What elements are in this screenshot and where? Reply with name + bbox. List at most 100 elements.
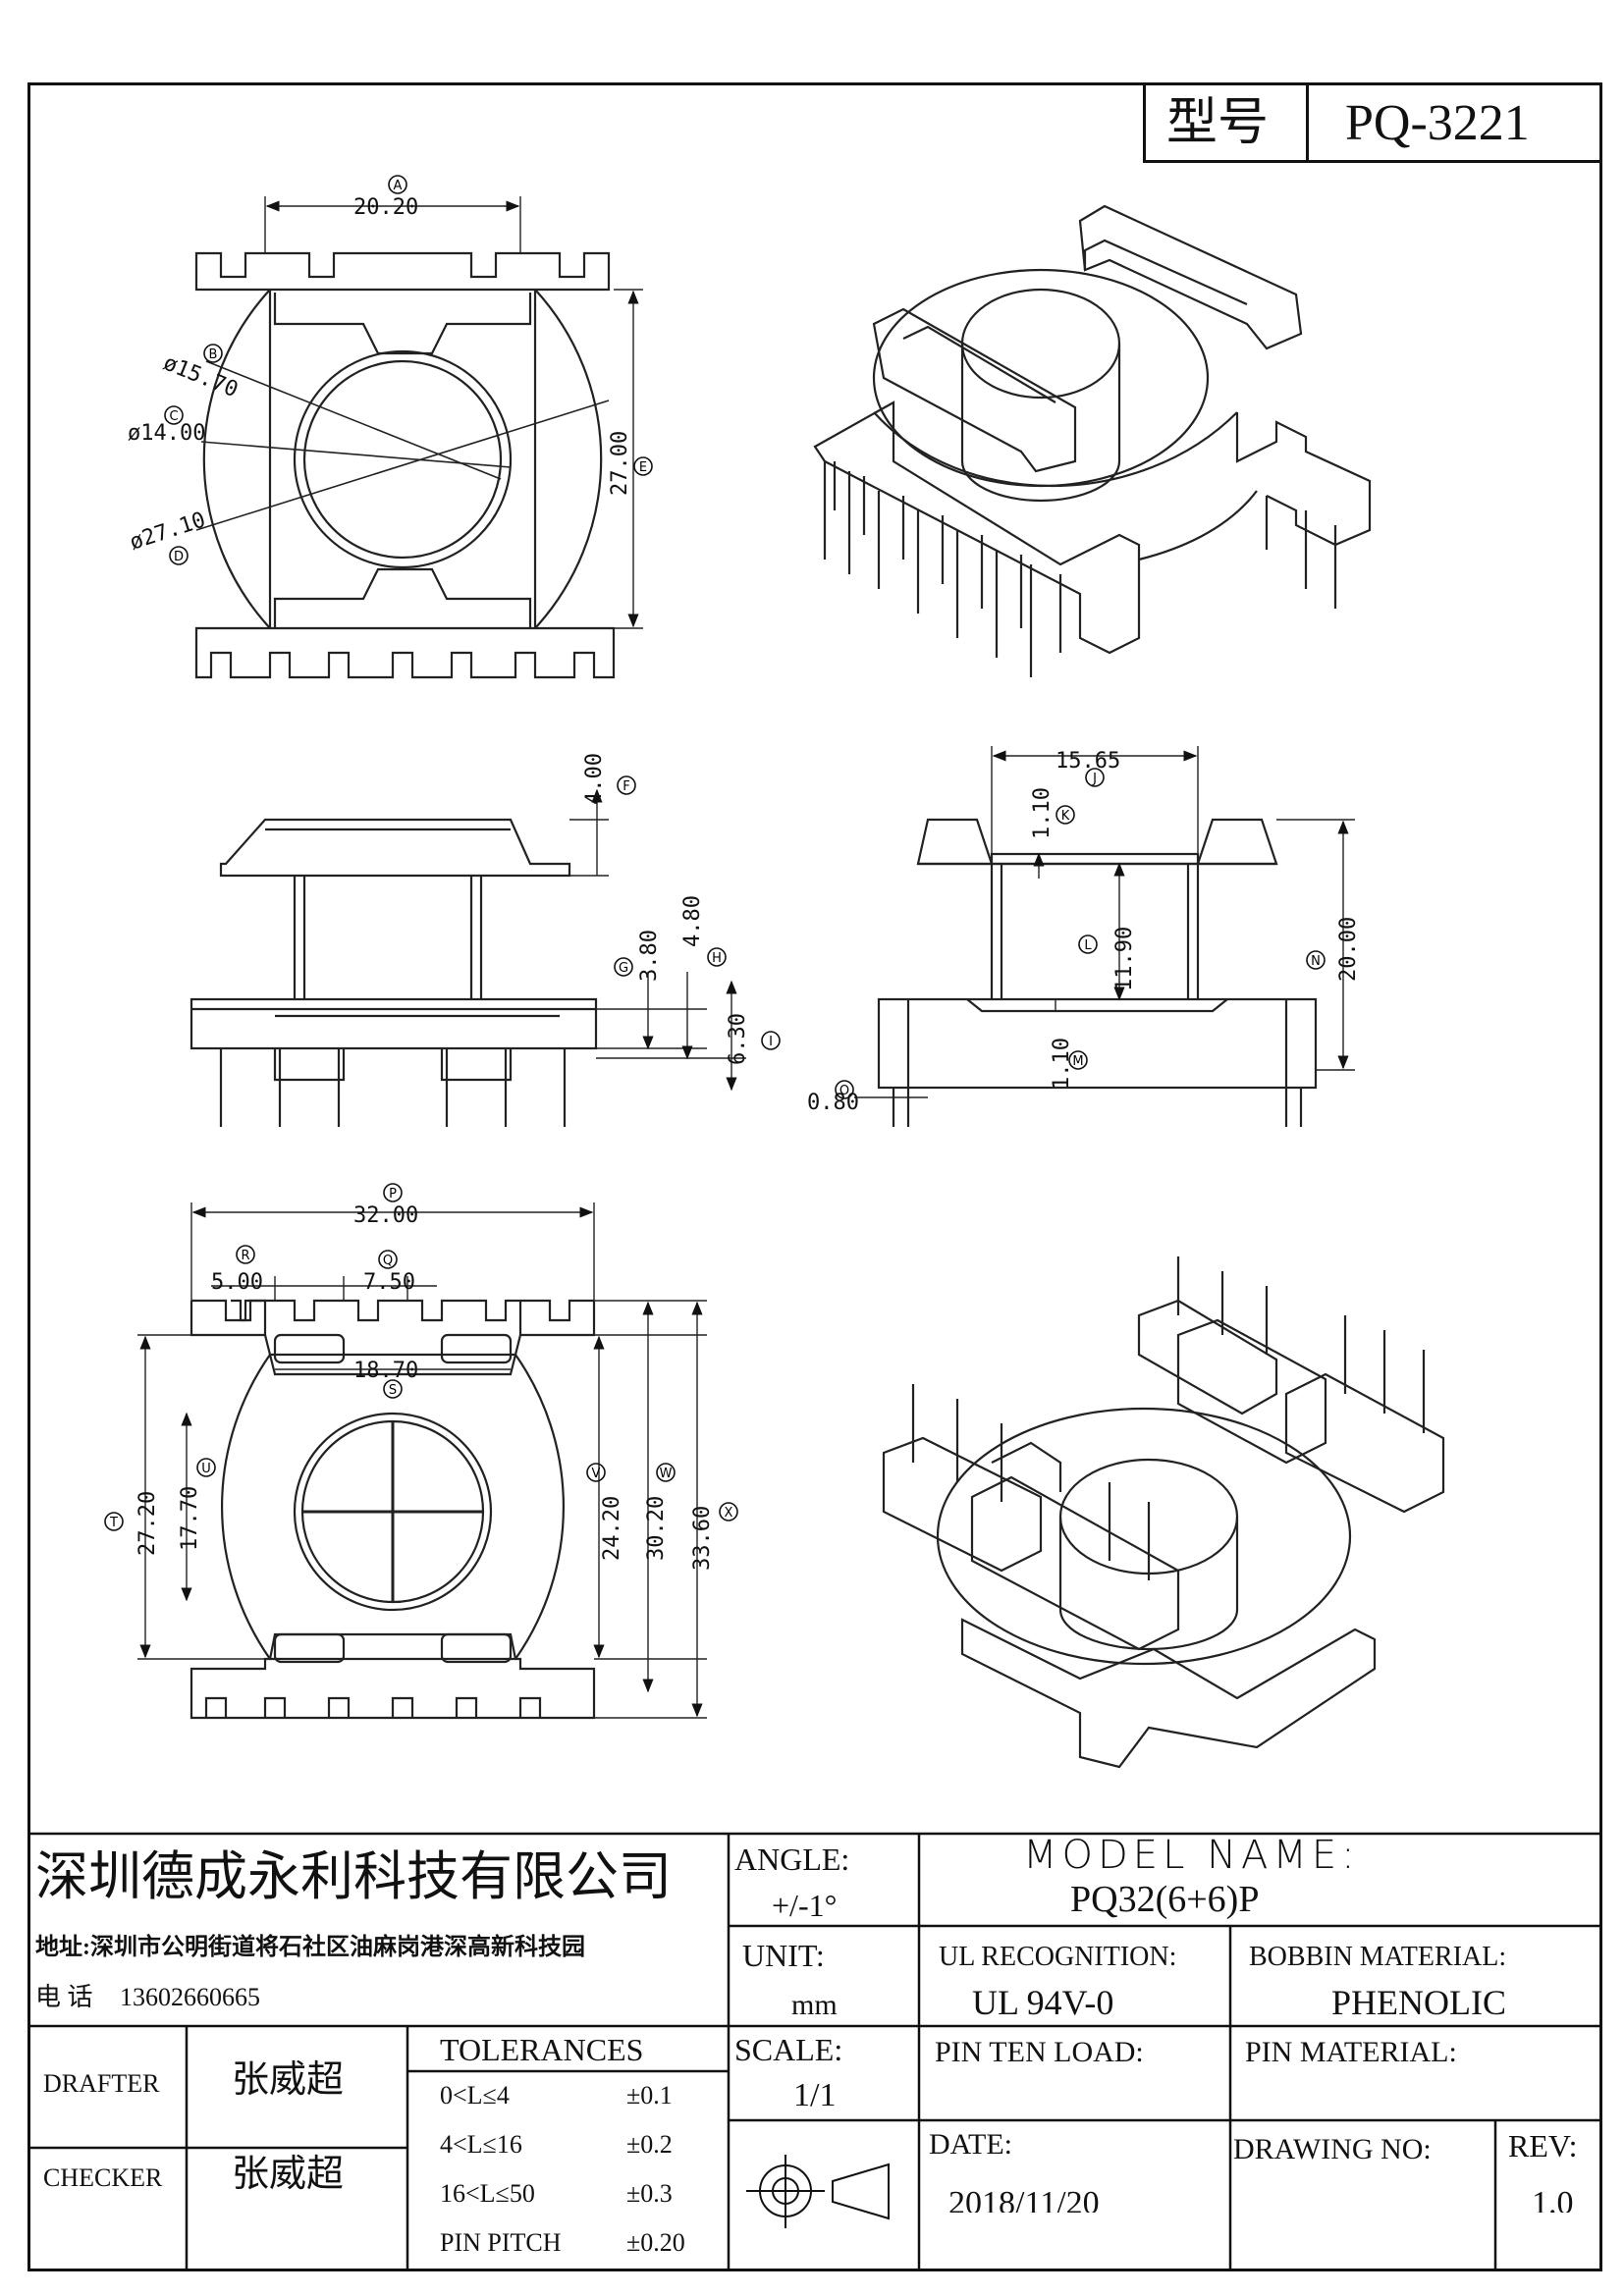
marker-letter-c: C [169,409,178,424]
marker-letter-u: U [201,1462,211,1476]
company-name: 深圳德成永利科技有限公司 [35,1847,672,1906]
marker-circle-m [1068,1050,1088,1070]
rev-clip: 1.0 [1512,2173,1600,2214]
marker-circle-h [707,947,727,967]
bobbin-material-value: PHENOLIC [1331,1983,1506,2022]
marker-letter-k: K [1061,809,1070,824]
tolerances-label: TOLERANCES [440,2032,644,2067]
isometric-view-top [813,204,1372,677]
marker-circle-u [196,1458,216,1477]
dim-d-text: ø27.10 [127,507,208,555]
isometric-view-bottom [882,1256,1445,1769]
marker-letter-n: N [1311,954,1321,969]
tolerance-value: ±0.1 [626,2081,673,2109]
angle-label: ANGLE: [734,1842,850,1877]
phone-number: 13602660665 [120,1983,260,2011]
marker-letter-p: P [389,1187,397,1201]
rev-label: REV: [1508,2128,1578,2163]
marker-letter-r: R [241,1249,249,1263]
phone-label: 电 话 [35,1983,93,2011]
bobbin-material-label: BOBBIN MATERIAL: [1249,1942,1507,1972]
tolerance-row: PIN PITCH ±0.20 [440,2228,725,2262]
dim-q-text: 7.50 [363,1270,415,1295]
pin-ten-load-label: PIN TEN LOAD: [935,2036,1144,2068]
marker-circle-l [1078,934,1098,954]
type-label: 型号 [1166,95,1270,151]
dim-o-text: 0.80 [807,1091,859,1115]
marker-letter-i: I [769,1035,773,1049]
ul-recognition-value: UL 94V-0 [972,1983,1114,2022]
dim-r-text: 5.00 [211,1270,263,1295]
rev-value: 1.0 [1532,2185,1574,2214]
marker-letter-t: T [109,1516,118,1530]
marker-letter-d: D [174,550,184,564]
marker-circle-d [169,546,189,565]
marker-letter-v: V [592,1467,601,1481]
dim-e-text: 27.00 [608,431,632,496]
dim-a-text: 20.20 [353,195,418,220]
tolerance-value: ±0.3 [626,2179,673,2208]
dim-b-text: ø15.70 [160,350,242,402]
tolerance-value: ±0.20 [626,2228,685,2257]
type-value: PQ-3221 [1345,95,1530,151]
marker-circle-c [164,405,184,425]
dim-v-text: 24.20 [600,1496,624,1561]
dim-c-text: ø14.00 [128,421,205,446]
date-value: 2018/11/20 [948,2185,1100,2214]
dim-s-text: 18.70 [353,1359,418,1383]
marker-circle-o [835,1080,854,1099]
unit-value: mm [791,1989,838,2021]
marker-letter-j: J [1092,772,1097,786]
tolerance-row: 16<L≤50 ±0.3 [440,2179,725,2213]
dim-h-text: 4.80 [680,895,705,947]
projection-symbol-icon [746,2155,890,2228]
marker-letter-f: F [623,779,629,794]
marker-circle-w [656,1463,676,1482]
angle-value: +/-1° [772,1888,838,1923]
header-divider [1306,82,1309,163]
marker-circle-i [761,1031,781,1050]
pin-material-label: PIN MATERIAL: [1245,2036,1457,2068]
dim-l-text: 11.90 [1112,927,1137,991]
marker-circle-v [586,1463,606,1482]
dim-p-text: 32.00 [353,1203,418,1228]
marker-circle-a [388,175,407,194]
dim-x-text: 33.60 [690,1506,715,1571]
dim-i-text: 6.30 [726,1013,750,1065]
title-block-grid [27,1832,1602,2271]
marker-letter-o: O [839,1084,849,1098]
ul-recognition-label: UL RECOGNITION: [939,1942,1177,1972]
checker-value: 张威超 [232,2154,345,2195]
model-name-value: PQ32(6+6)P [1070,1879,1260,1920]
marker-letter-e: E [639,460,647,475]
checker-label: CHECKER [43,2163,163,2192]
marker-letter-m: M [1072,1054,1083,1069]
tolerance-range: 16<L≤50 [440,2179,535,2208]
drafter-value: 张威超 [232,2059,345,2101]
marker-circle-b [203,344,223,363]
tolerance-range: PIN PITCH [440,2228,562,2257]
marker-circle-k [1056,805,1075,825]
date-label: DATE: [929,2128,1012,2161]
marker-letter-b: B [209,347,218,362]
tolerance-range: 0<L≤4 [440,2081,510,2109]
scale-value: 1/1 [793,2077,837,2113]
dim-k-text: 1.10 [1030,787,1055,839]
bottom-view [137,1202,707,1720]
dim-n-text: 20.00 [1336,917,1361,982]
tolerance-range: 4<L≤16 [440,2130,522,2159]
dim-u-text: 17.70 [178,1486,202,1551]
marker-circle-n [1306,950,1326,970]
dim-w-text: 30.20 [644,1496,669,1561]
drawing-no-label: DRAWING NO: [1233,2133,1432,2165]
marker-circle-g [614,957,633,977]
dim-j-text: 15.65 [1056,749,1120,774]
dim-t-text: 27.20 [135,1491,160,1556]
marker-circle-t [104,1512,124,1531]
marker-circle-s [383,1379,403,1399]
marker-letter-w: W [660,1467,673,1481]
model-name-label: MODEL NAME: [1023,1833,1360,1878]
top-view [194,196,643,679]
